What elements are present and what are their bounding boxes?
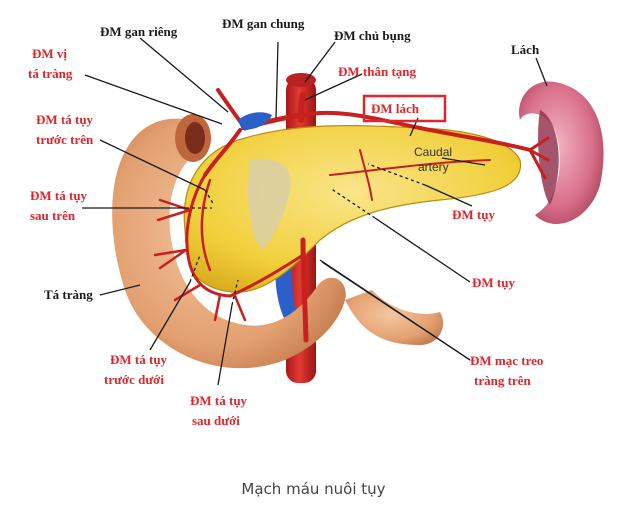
label-caudal-artery-2: artery — [418, 160, 449, 174]
label-dm-ta-tuy-truoc-duoi-2: trước dưới — [104, 372, 164, 387]
label-dm-ta-tuy-truoc-tren-2: trước trên — [36, 132, 94, 147]
label-caudal-artery: Caudal — [414, 145, 452, 159]
label-dm-ta-tuy-sau-tren-2: sau trên — [30, 208, 76, 223]
label-dm-ta-tuy-sau-duoi: ĐM tá tụy — [190, 393, 248, 408]
pancreas — [183, 125, 522, 293]
label-dm-chu-bung: ĐM chủ bụng — [334, 28, 411, 43]
spleen — [519, 81, 604, 224]
label-dm-mac-treo-2: tràng trên — [474, 373, 531, 388]
figure-caption: Mạch máu nuôi tụy — [241, 480, 386, 498]
label-dm-gan-chung: ĐM gan chung — [222, 16, 305, 31]
label-dm-ta-tuy-sau-tren: ĐM tá tụy — [30, 188, 88, 203]
arteries — [153, 88, 550, 343]
veins — [238, 112, 272, 130]
label-dm-vi-ta-trang: ĐM vị — [32, 46, 67, 61]
label-lach: Lách — [511, 42, 540, 57]
label-dm-ta-tuy-truoc-duoi: ĐM tá tụy — [110, 352, 168, 367]
label-dm-ta-tuy-sau-duoi-2: sau dưới — [192, 413, 240, 428]
label-dm-gan-rieng: ĐM gan riêng — [100, 24, 178, 39]
duodenum — [112, 114, 444, 369]
highlight-box — [362, 94, 447, 123]
labels: ĐM gan riêng ĐM gan chung ĐM chủ bụng Lá… — [28, 16, 543, 428]
label-dm-tuy-2: ĐM tụy — [472, 275, 515, 290]
label-dm-tuy-1: ĐM tụy — [452, 207, 495, 222]
label-dm-lach: ĐM lách — [371, 101, 420, 116]
label-dm-than-tang: ĐM thân tạng — [338, 64, 417, 79]
label-dm-mac-treo: ĐM mạc treo — [470, 353, 543, 368]
label-dm-ta-tuy-truoc-tren: ĐM tá tụy — [36, 112, 94, 127]
label-ta-trang: Tá tràng — [44, 287, 93, 302]
label-dm-vi-ta-trang-2: tá tràng — [28, 66, 73, 81]
